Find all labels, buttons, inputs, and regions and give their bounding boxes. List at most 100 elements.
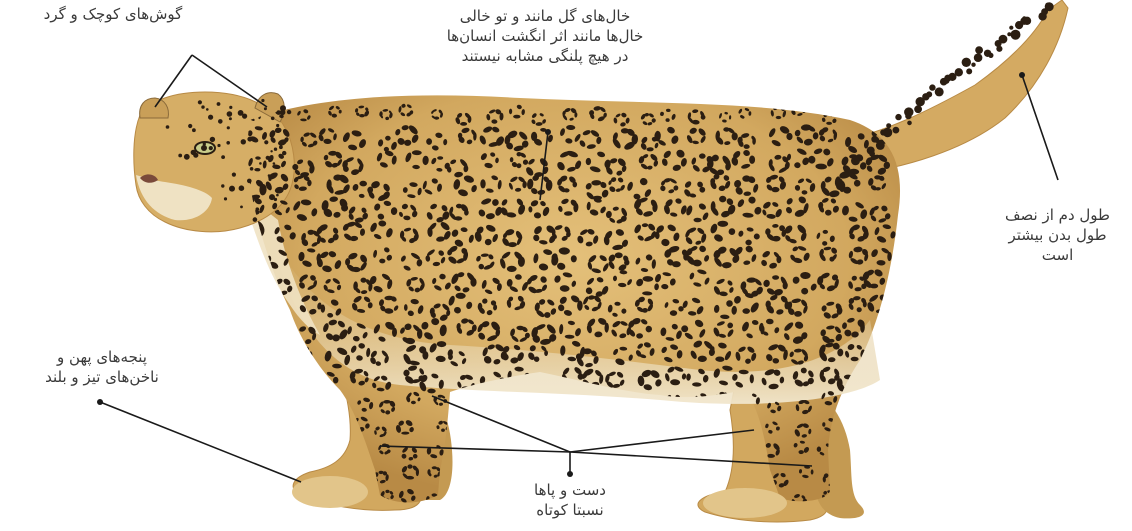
spot (465, 429, 471, 433)
spot (262, 473, 267, 478)
spot (257, 295, 269, 305)
spot (638, 415, 645, 421)
spot (667, 502, 673, 507)
spot (962, 58, 971, 67)
spot (210, 137, 215, 142)
spot (534, 442, 541, 449)
spot (277, 488, 283, 495)
spot (566, 400, 571, 405)
spot (610, 455, 615, 461)
spot (905, 113, 911, 119)
spot (280, 452, 286, 458)
spot (241, 450, 245, 455)
spot (847, 425, 852, 431)
spot (859, 406, 864, 411)
spot (455, 449, 461, 454)
spot (273, 329, 282, 338)
spot (259, 434, 266, 440)
spot (564, 422, 570, 429)
spot (311, 421, 316, 425)
spot (695, 478, 700, 483)
spot (858, 424, 864, 431)
spot (246, 254, 254, 262)
spot (714, 470, 722, 476)
spot (536, 416, 544, 422)
spot (914, 105, 922, 113)
spot (537, 398, 544, 404)
spot (716, 442, 723, 447)
spot (849, 403, 853, 409)
spot (267, 425, 273, 434)
spot (636, 445, 640, 451)
spot (852, 409, 859, 413)
spot (691, 449, 696, 456)
spot (256, 409, 262, 413)
spot (722, 471, 729, 478)
spot (895, 114, 901, 120)
spot (325, 420, 331, 425)
spot (455, 475, 459, 481)
spot (258, 325, 266, 330)
spot (879, 445, 886, 453)
spot (253, 265, 259, 269)
spot (337, 398, 339, 403)
spot (871, 136, 878, 143)
spot (479, 498, 483, 504)
spot (279, 145, 283, 149)
spots-label-line-3: در هیچ پلنگی مشابه نیستند (420, 46, 670, 66)
spot (858, 110, 862, 116)
spot (869, 151, 875, 157)
spot (239, 185, 245, 191)
spot (617, 425, 621, 429)
spot (320, 427, 327, 434)
spot (857, 441, 863, 448)
spot (488, 471, 493, 477)
spot (642, 450, 648, 455)
spot (226, 141, 230, 145)
spot (575, 422, 581, 429)
spot (713, 478, 721, 485)
spot (598, 400, 605, 409)
spot (261, 469, 267, 475)
spot (686, 491, 690, 499)
spot (509, 402, 513, 407)
spot (849, 113, 854, 118)
spot (465, 401, 471, 408)
spot (331, 394, 337, 398)
spot (269, 178, 272, 181)
spot (469, 425, 475, 432)
spot (483, 394, 490, 398)
spot (458, 401, 464, 406)
spot (248, 289, 257, 295)
leopard-shape (134, 0, 1068, 522)
spot (252, 446, 259, 453)
spot (251, 504, 255, 508)
spot (468, 492, 473, 497)
spot (257, 337, 263, 341)
spot (571, 255, 577, 262)
spot (663, 495, 669, 502)
spot (853, 115, 859, 119)
spot (269, 350, 277, 361)
spot (468, 421, 474, 426)
spot (614, 402, 620, 406)
spot (881, 491, 887, 497)
spot (218, 119, 223, 124)
spot (251, 327, 258, 336)
tail-label-line-2: طول بدن بیشتر (990, 225, 1125, 245)
spot (669, 442, 675, 448)
spot (292, 353, 298, 360)
spot (1022, 16, 1026, 20)
spot (184, 154, 190, 160)
spot (592, 405, 599, 410)
spot (673, 471, 679, 477)
spot (486, 504, 492, 508)
spot (279, 447, 285, 454)
spot (600, 473, 606, 479)
spot (876, 399, 879, 403)
spot (483, 495, 490, 499)
spot (276, 128, 280, 132)
spot (519, 420, 526, 427)
spot (874, 384, 884, 391)
spot (859, 496, 866, 504)
